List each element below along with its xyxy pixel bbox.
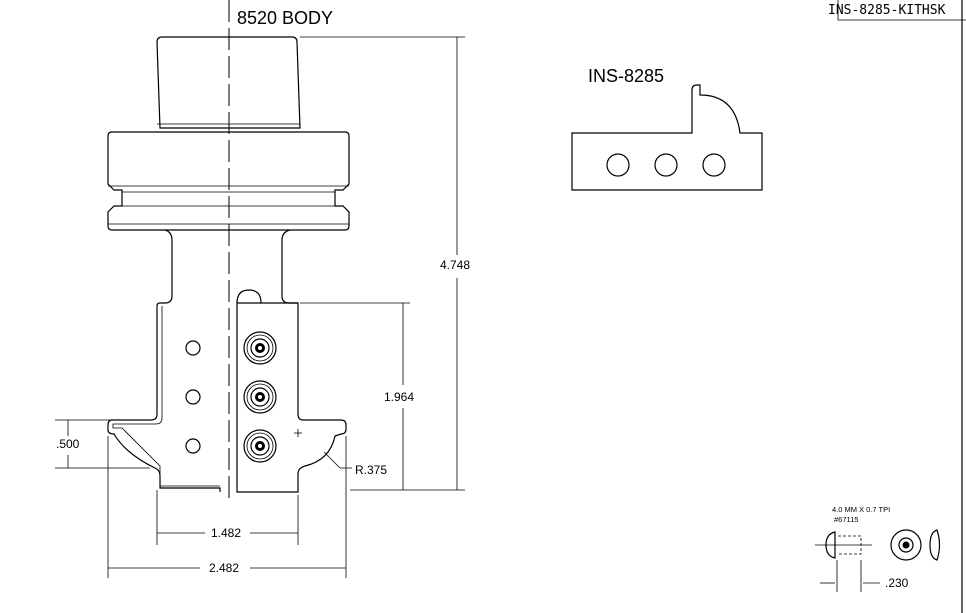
dim-overall-width: 2.482 bbox=[209, 561, 240, 575]
dim-insert-height: 1.964 bbox=[384, 390, 415, 404]
insert-label: INS-8285 bbox=[588, 66, 665, 86]
insert-8285-outline bbox=[571, 84, 763, 191]
screw-spec: 4.0 MM X 0.7 TPI bbox=[832, 505, 891, 514]
body-8520-outline bbox=[107, 36, 350, 493]
dim-overall-height: 4.748 bbox=[440, 258, 471, 272]
screw-length: .230 bbox=[885, 576, 909, 590]
dimension-lines bbox=[55, 36, 465, 578]
drawing-number: INS-8285-KITHSK bbox=[828, 3, 946, 18]
dim-inner-width: 1.482 bbox=[211, 526, 242, 540]
torx-screws bbox=[243, 331, 277, 463]
screw-part-number: #67115 bbox=[834, 515, 859, 524]
screw-detail bbox=[815, 529, 941, 592]
body-label: 8520 BODY bbox=[237, 8, 334, 28]
title-block-frame bbox=[837, 0, 966, 613]
dim-radius: R.375 bbox=[355, 463, 388, 477]
body-holes bbox=[185, 340, 201, 454]
dim-step: .500 bbox=[56, 437, 80, 451]
